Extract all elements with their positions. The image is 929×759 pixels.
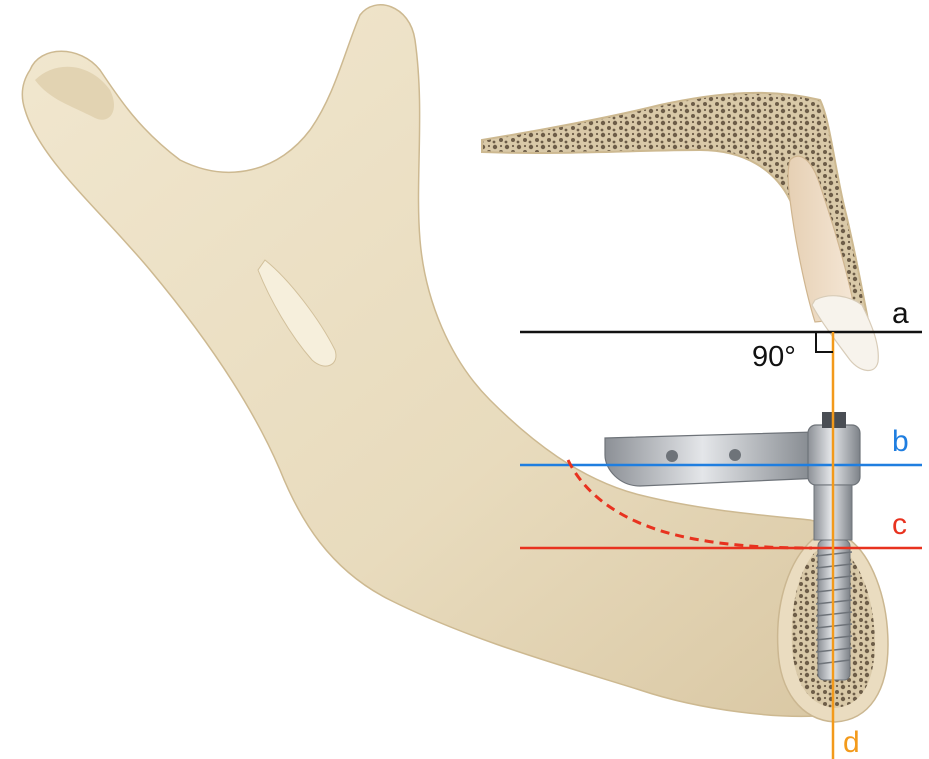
angle-label: 90°	[752, 341, 796, 373]
guide-arm	[605, 432, 822, 486]
guide-hole-2	[729, 449, 741, 461]
surgical-guide	[605, 425, 860, 486]
label-a: a	[892, 297, 909, 330]
guide-hole-1	[666, 450, 678, 462]
label-d: d	[843, 726, 860, 759]
maxilla-cross-section	[482, 93, 878, 371]
label-c: c	[892, 508, 907, 541]
right-angle-marker	[816, 332, 833, 352]
label-b: b	[892, 425, 909, 458]
